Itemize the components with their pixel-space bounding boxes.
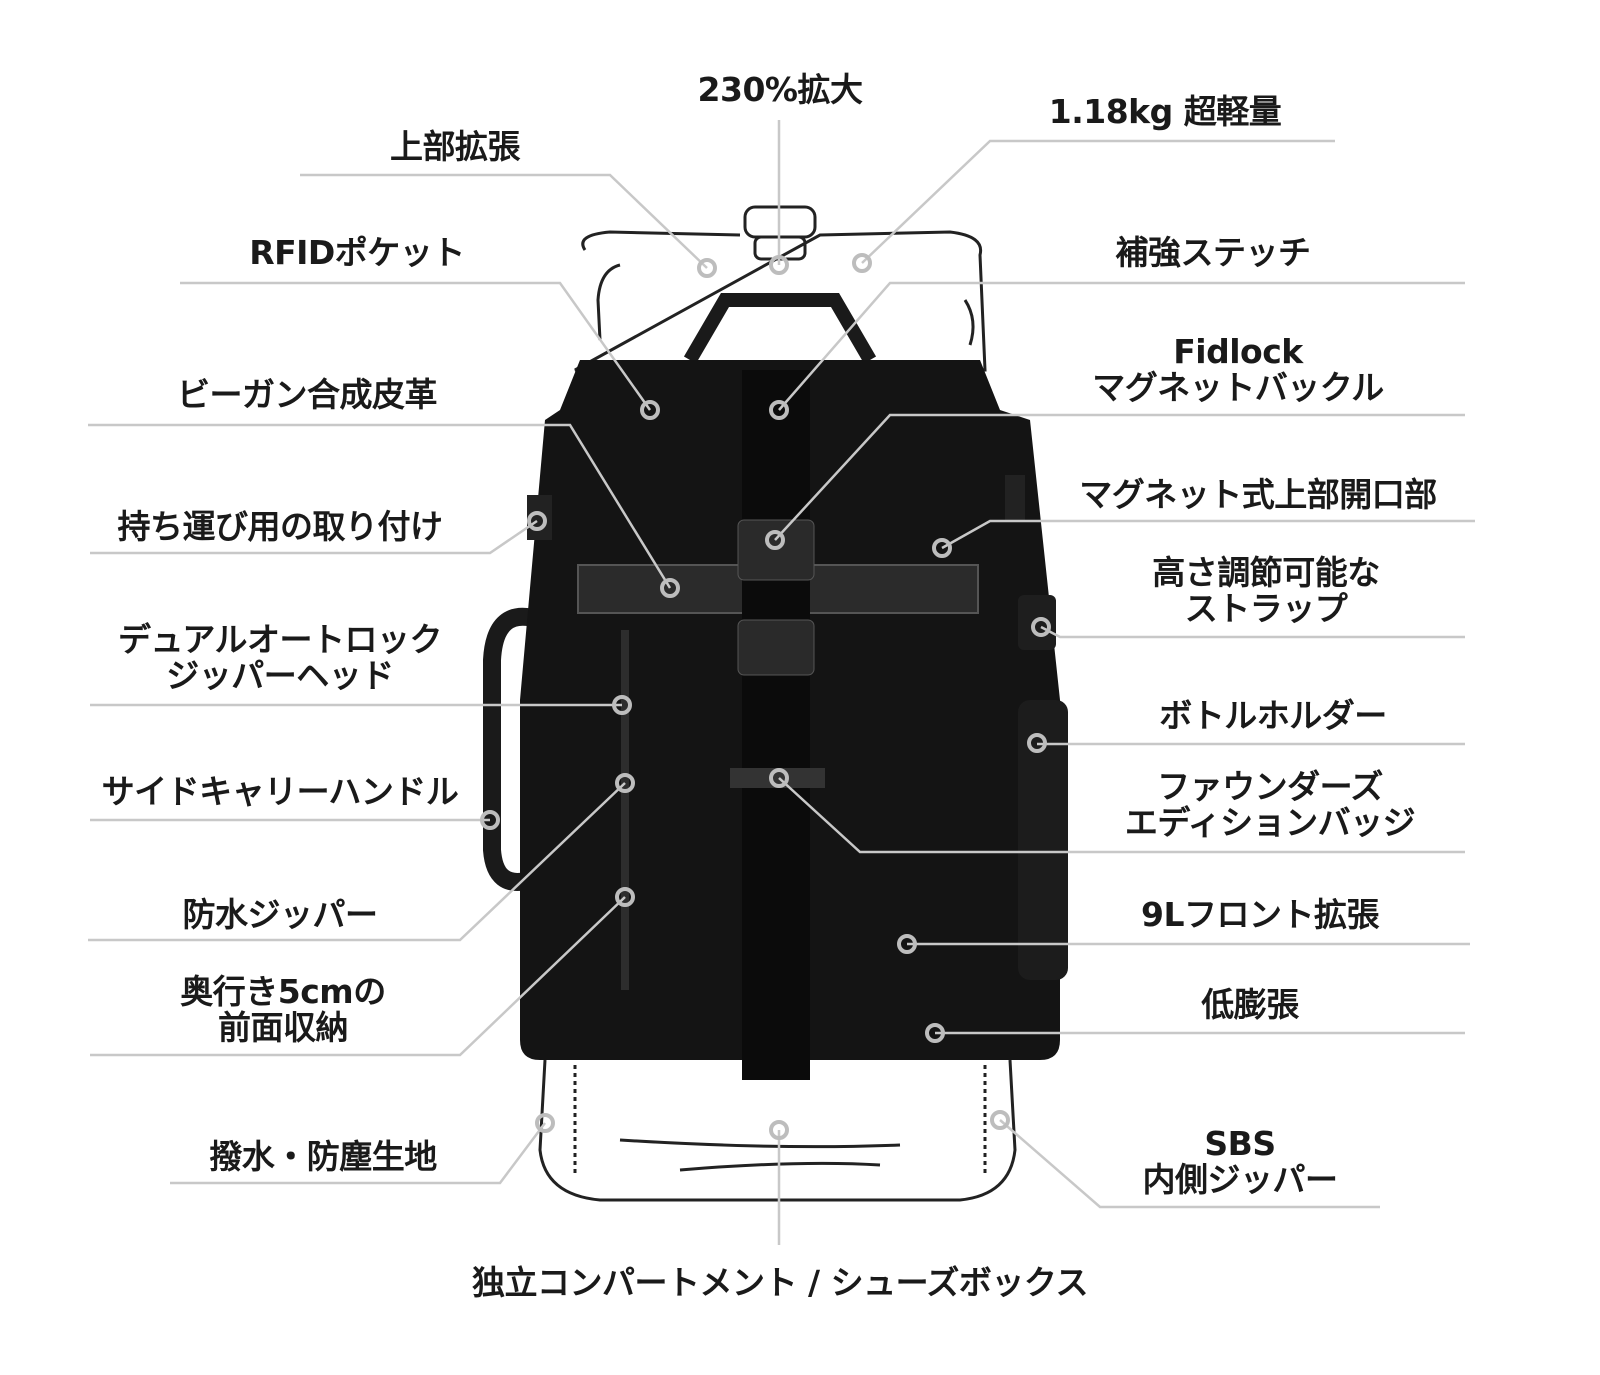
label-reinforced-stitch: 補強ステッチ xyxy=(1115,233,1312,272)
label-front-storage: 奥行き5cmの前面収納 xyxy=(180,972,386,1047)
label-low-expansion: 低膨張 xyxy=(1201,985,1299,1024)
callout-lines xyxy=(88,120,1475,1245)
side-handle xyxy=(483,607,543,891)
label-top-expansion: 上部拡張 xyxy=(390,127,521,166)
label-expansion-230: 230%拡大 xyxy=(697,70,863,109)
founders-badge xyxy=(730,768,825,788)
label-lightweight: 1.18kg 超軽量 xyxy=(1048,92,1282,131)
label-dual-lock-zipper: デュアルオートロックジッパーヘッド xyxy=(117,620,443,695)
label-side-handle: サイドキャリーハンドル xyxy=(101,772,459,811)
label-magnetic-opening: マグネット式上部開口部 xyxy=(1079,475,1437,514)
label-adjustable-strap: 高さ調節可能なストラップ xyxy=(1152,553,1380,628)
label-waterproof-zipper: 防水ジッパー xyxy=(182,895,379,934)
bottle-holder xyxy=(1018,700,1068,980)
shoe-box-outline xyxy=(538,1059,1017,1202)
label-bottle-holder: ボトルホルダー xyxy=(1159,696,1387,735)
label-founders-badge: ファウンダーズエディションバッジ xyxy=(1124,767,1416,842)
callout-dots xyxy=(480,253,1051,1140)
label-shoe-compartment: 独立コンパートメント / シューズボックス xyxy=(472,1263,1088,1302)
label-water-repellent-fabric: 撥水・防塵生地 xyxy=(209,1137,437,1176)
label-vegan-leather: ビーガン合成皮革 xyxy=(177,375,438,414)
label-rfid-pocket: RFIDポケット xyxy=(249,233,465,272)
fidlock-buckle xyxy=(737,519,815,581)
label-front-expansion: 9Lフロント拡張 xyxy=(1141,895,1380,934)
top-handle xyxy=(683,293,877,364)
center-strap xyxy=(742,370,810,1080)
label-carry-attachment: 持ち運び用の取り付け xyxy=(117,507,444,546)
